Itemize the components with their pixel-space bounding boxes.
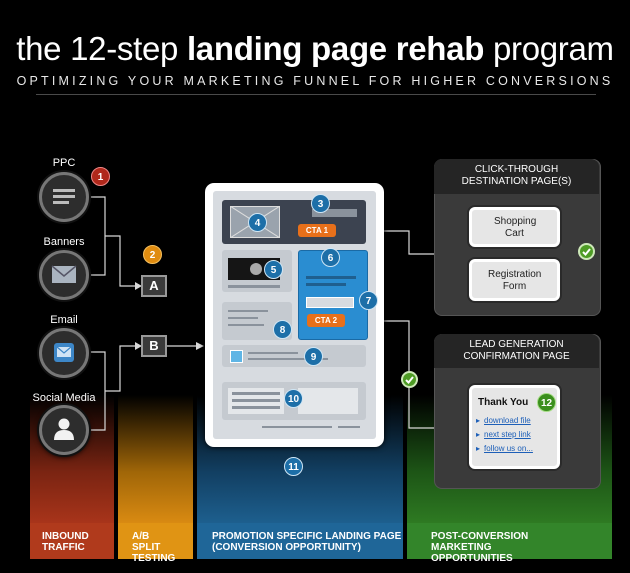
step-badge-12: 12 <box>537 393 556 412</box>
link-download-file[interactable]: ▸download file <box>476 416 531 425</box>
link-text: follow us on... <box>484 444 533 453</box>
twitter-icon[interactable] <box>230 350 243 363</box>
step-badge-5: 5 <box>264 260 283 279</box>
band-label-inbound: INBOUND TRAFFIC <box>30 523 114 559</box>
step-badge-8: 8 <box>273 320 292 339</box>
click-through-check-icon <box>578 243 595 260</box>
envelope-icon <box>51 265 77 283</box>
source-label-social: Social Media <box>32 392 96 404</box>
variant-a-box[interactable]: A <box>141 275 167 297</box>
play-icon <box>250 263 262 275</box>
source-label-email: Email <box>50 314 78 326</box>
document-icon <box>53 189 75 204</box>
source-ppc[interactable] <box>39 172 89 222</box>
header-divider <box>36 94 596 95</box>
band-ab <box>118 395 193 523</box>
step-badge-7: 7 <box>359 291 378 310</box>
step-badge-4: 4 <box>248 213 267 232</box>
band-label-landing: PROMOTION SPECIFIC LANDING PAGE (CONVERS… <box>197 523 403 559</box>
email-icon <box>54 343 74 362</box>
side-panel <box>298 388 358 414</box>
footer-bar <box>262 426 332 428</box>
source-social[interactable] <box>39 405 89 455</box>
bullet-icon: ▸ <box>476 416 481 425</box>
social-module <box>222 345 366 367</box>
step-badge-1: 1 <box>91 167 110 186</box>
thank-you-heading: Thank You <box>478 397 529 408</box>
form-input-field[interactable] <box>306 297 354 308</box>
page-subtitle: OPTIMIZING YOUR MARKETING FUNNEL FOR HIG… <box>16 74 614 88</box>
checkmark-icon <box>582 248 591 256</box>
lead-gen-check-icon <box>401 371 418 388</box>
page-title: the 12-step landing page rehab program <box>0 30 630 68</box>
text-line <box>248 352 298 354</box>
text-line <box>228 317 258 319</box>
step-badge-6: 6 <box>321 248 340 267</box>
text-line <box>228 310 268 312</box>
video-caption-bar <box>228 285 280 288</box>
source-label-banners: Banners <box>43 236 85 248</box>
checkmark-icon <box>405 376 414 384</box>
band-label-post: POST-CONVERSION MARKETING OPPORTUNITIES <box>407 523 612 564</box>
list-line <box>232 392 280 395</box>
source-email[interactable] <box>39 328 89 378</box>
source-banners[interactable] <box>39 250 89 300</box>
cta-1-button[interactable]: CTA 1 <box>298 224 336 237</box>
title-suffix: program <box>484 30 614 67</box>
step-badge-10: 10 <box>284 389 303 408</box>
band-label-ab: A/B SPLIT TESTING <box>118 523 193 564</box>
cta-2-button[interactable]: CTA 2 <box>307 314 345 327</box>
footer-bar <box>338 426 360 428</box>
text-line <box>228 324 264 326</box>
link-text: download file <box>484 416 531 425</box>
title-prefix: the 12-step <box>16 30 187 67</box>
link-text: next step link <box>484 430 531 439</box>
form-text-line <box>306 283 346 286</box>
step-badge-2: 2 <box>143 245 162 264</box>
lead-gen-title: LEAD GENERATION CONFIRMATION PAGE <box>434 334 599 368</box>
list-line <box>232 406 280 409</box>
link-follow-us[interactable]: ▸follow us on... <box>476 444 533 453</box>
step-badge-11: 11 <box>284 457 303 476</box>
step-badge-9: 9 <box>304 347 323 366</box>
source-label-ppc: PPC <box>52 157 76 169</box>
headline-bar <box>312 209 357 217</box>
list-line <box>232 399 280 402</box>
step-badge-3: 3 <box>311 194 330 213</box>
person-icon <box>54 418 74 440</box>
link-next-step[interactable]: ▸next step link <box>476 430 531 439</box>
bullet-icon: ▸ <box>476 444 481 453</box>
text-line <box>248 358 328 360</box>
form-text-line <box>306 276 356 279</box>
bullet-icon: ▸ <box>476 430 481 439</box>
variant-b-box[interactable]: B <box>141 335 167 357</box>
click-through-title: CLICK-THROUGH DESTINATION PAGE(S) <box>434 159 599 194</box>
shopping-cart-button[interactable]: Shopping Cart <box>469 207 560 247</box>
registration-form-button[interactable]: Registration Form <box>469 259 560 301</box>
title-bold: landing page rehab <box>186 30 485 67</box>
